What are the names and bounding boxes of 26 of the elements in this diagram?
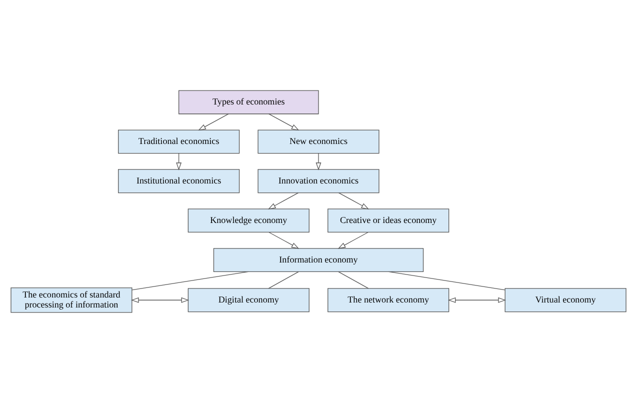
connector bbox=[268, 271, 299, 289]
arrow bbox=[316, 153, 322, 170]
node-box: New economics bbox=[258, 130, 380, 154]
node-box: Innovation economics bbox=[258, 169, 380, 194]
arrow bbox=[268, 114, 300, 130]
node-box: Institutional economics bbox=[118, 169, 240, 194]
arrow bbox=[448, 297, 506, 303]
node-box: Digital economy bbox=[188, 288, 310, 312]
arrow bbox=[131, 297, 190, 303]
connector bbox=[338, 271, 369, 289]
node-box: Traditional economics bbox=[118, 130, 240, 154]
connector bbox=[388, 271, 506, 290]
arrow bbox=[338, 232, 368, 249]
node-box: The economics of standard processing of information bbox=[10, 288, 132, 313]
arrow bbox=[268, 232, 300, 249]
node-box: Types of economies bbox=[178, 90, 319, 114]
node-box: Knowledge economy bbox=[188, 208, 310, 233]
arrow bbox=[338, 192, 370, 210]
arrow bbox=[176, 153, 182, 170]
node-box: Information economy bbox=[213, 248, 424, 272]
node-box: The network economy bbox=[328, 288, 450, 312]
node-box: Creative or ideas economy bbox=[328, 208, 450, 233]
arrow bbox=[268, 192, 299, 210]
node-box: Virtual economy bbox=[504, 288, 626, 312]
connector bbox=[132, 271, 249, 290]
arrow bbox=[198, 114, 229, 130]
